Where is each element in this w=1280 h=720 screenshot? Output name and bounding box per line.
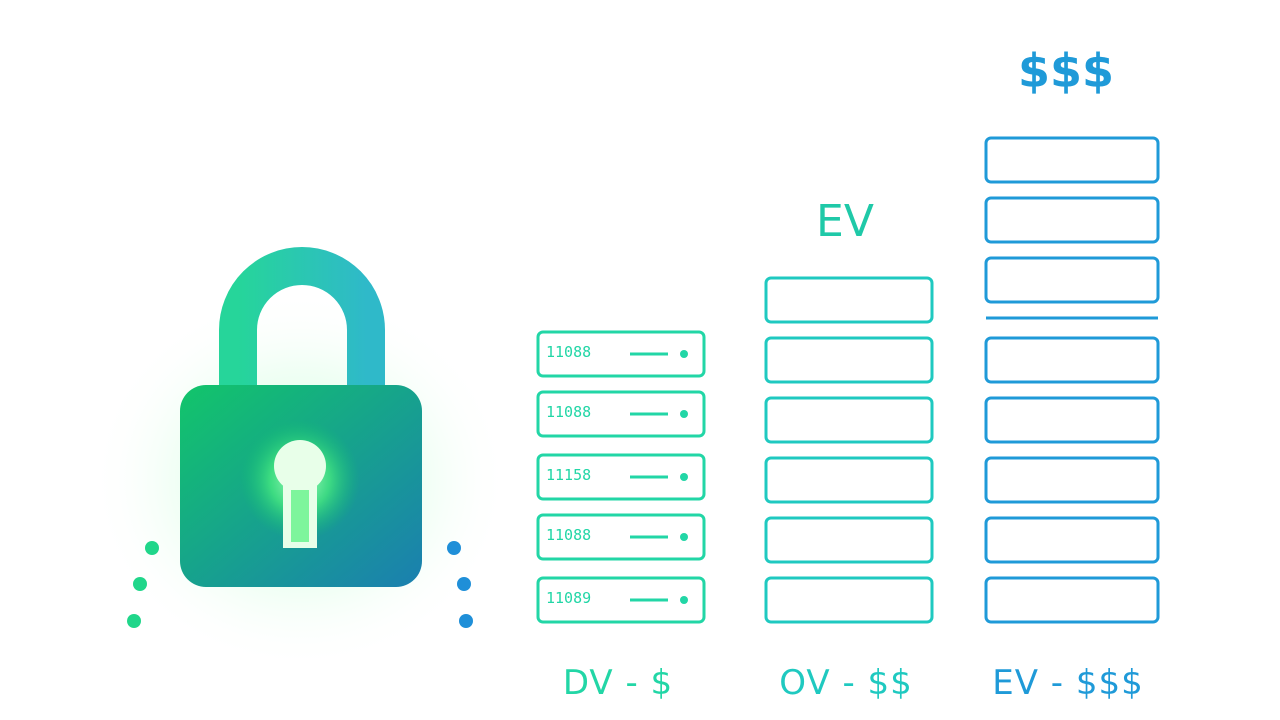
ov-block-stack [766, 278, 932, 622]
ev-tier-label: EV - $$$ [992, 663, 1144, 703]
dv-server-label: 11158 [546, 466, 591, 484]
dv-server-label: 11089 [546, 589, 591, 607]
ev-block-stack [986, 138, 1158, 622]
dv-server-label: 11088 [546, 343, 591, 361]
dv-tier-label: DV - $ [563, 663, 673, 703]
dv-server-label: 11088 [546, 526, 591, 544]
ev-top-tag: $$$ [1018, 44, 1114, 98]
dv-server-indicators [630, 350, 688, 604]
ov-top-tag: EV [816, 196, 874, 247]
ov-tier-label: OV - $$ [779, 663, 913, 703]
dv-server-label: 11088 [546, 403, 591, 421]
